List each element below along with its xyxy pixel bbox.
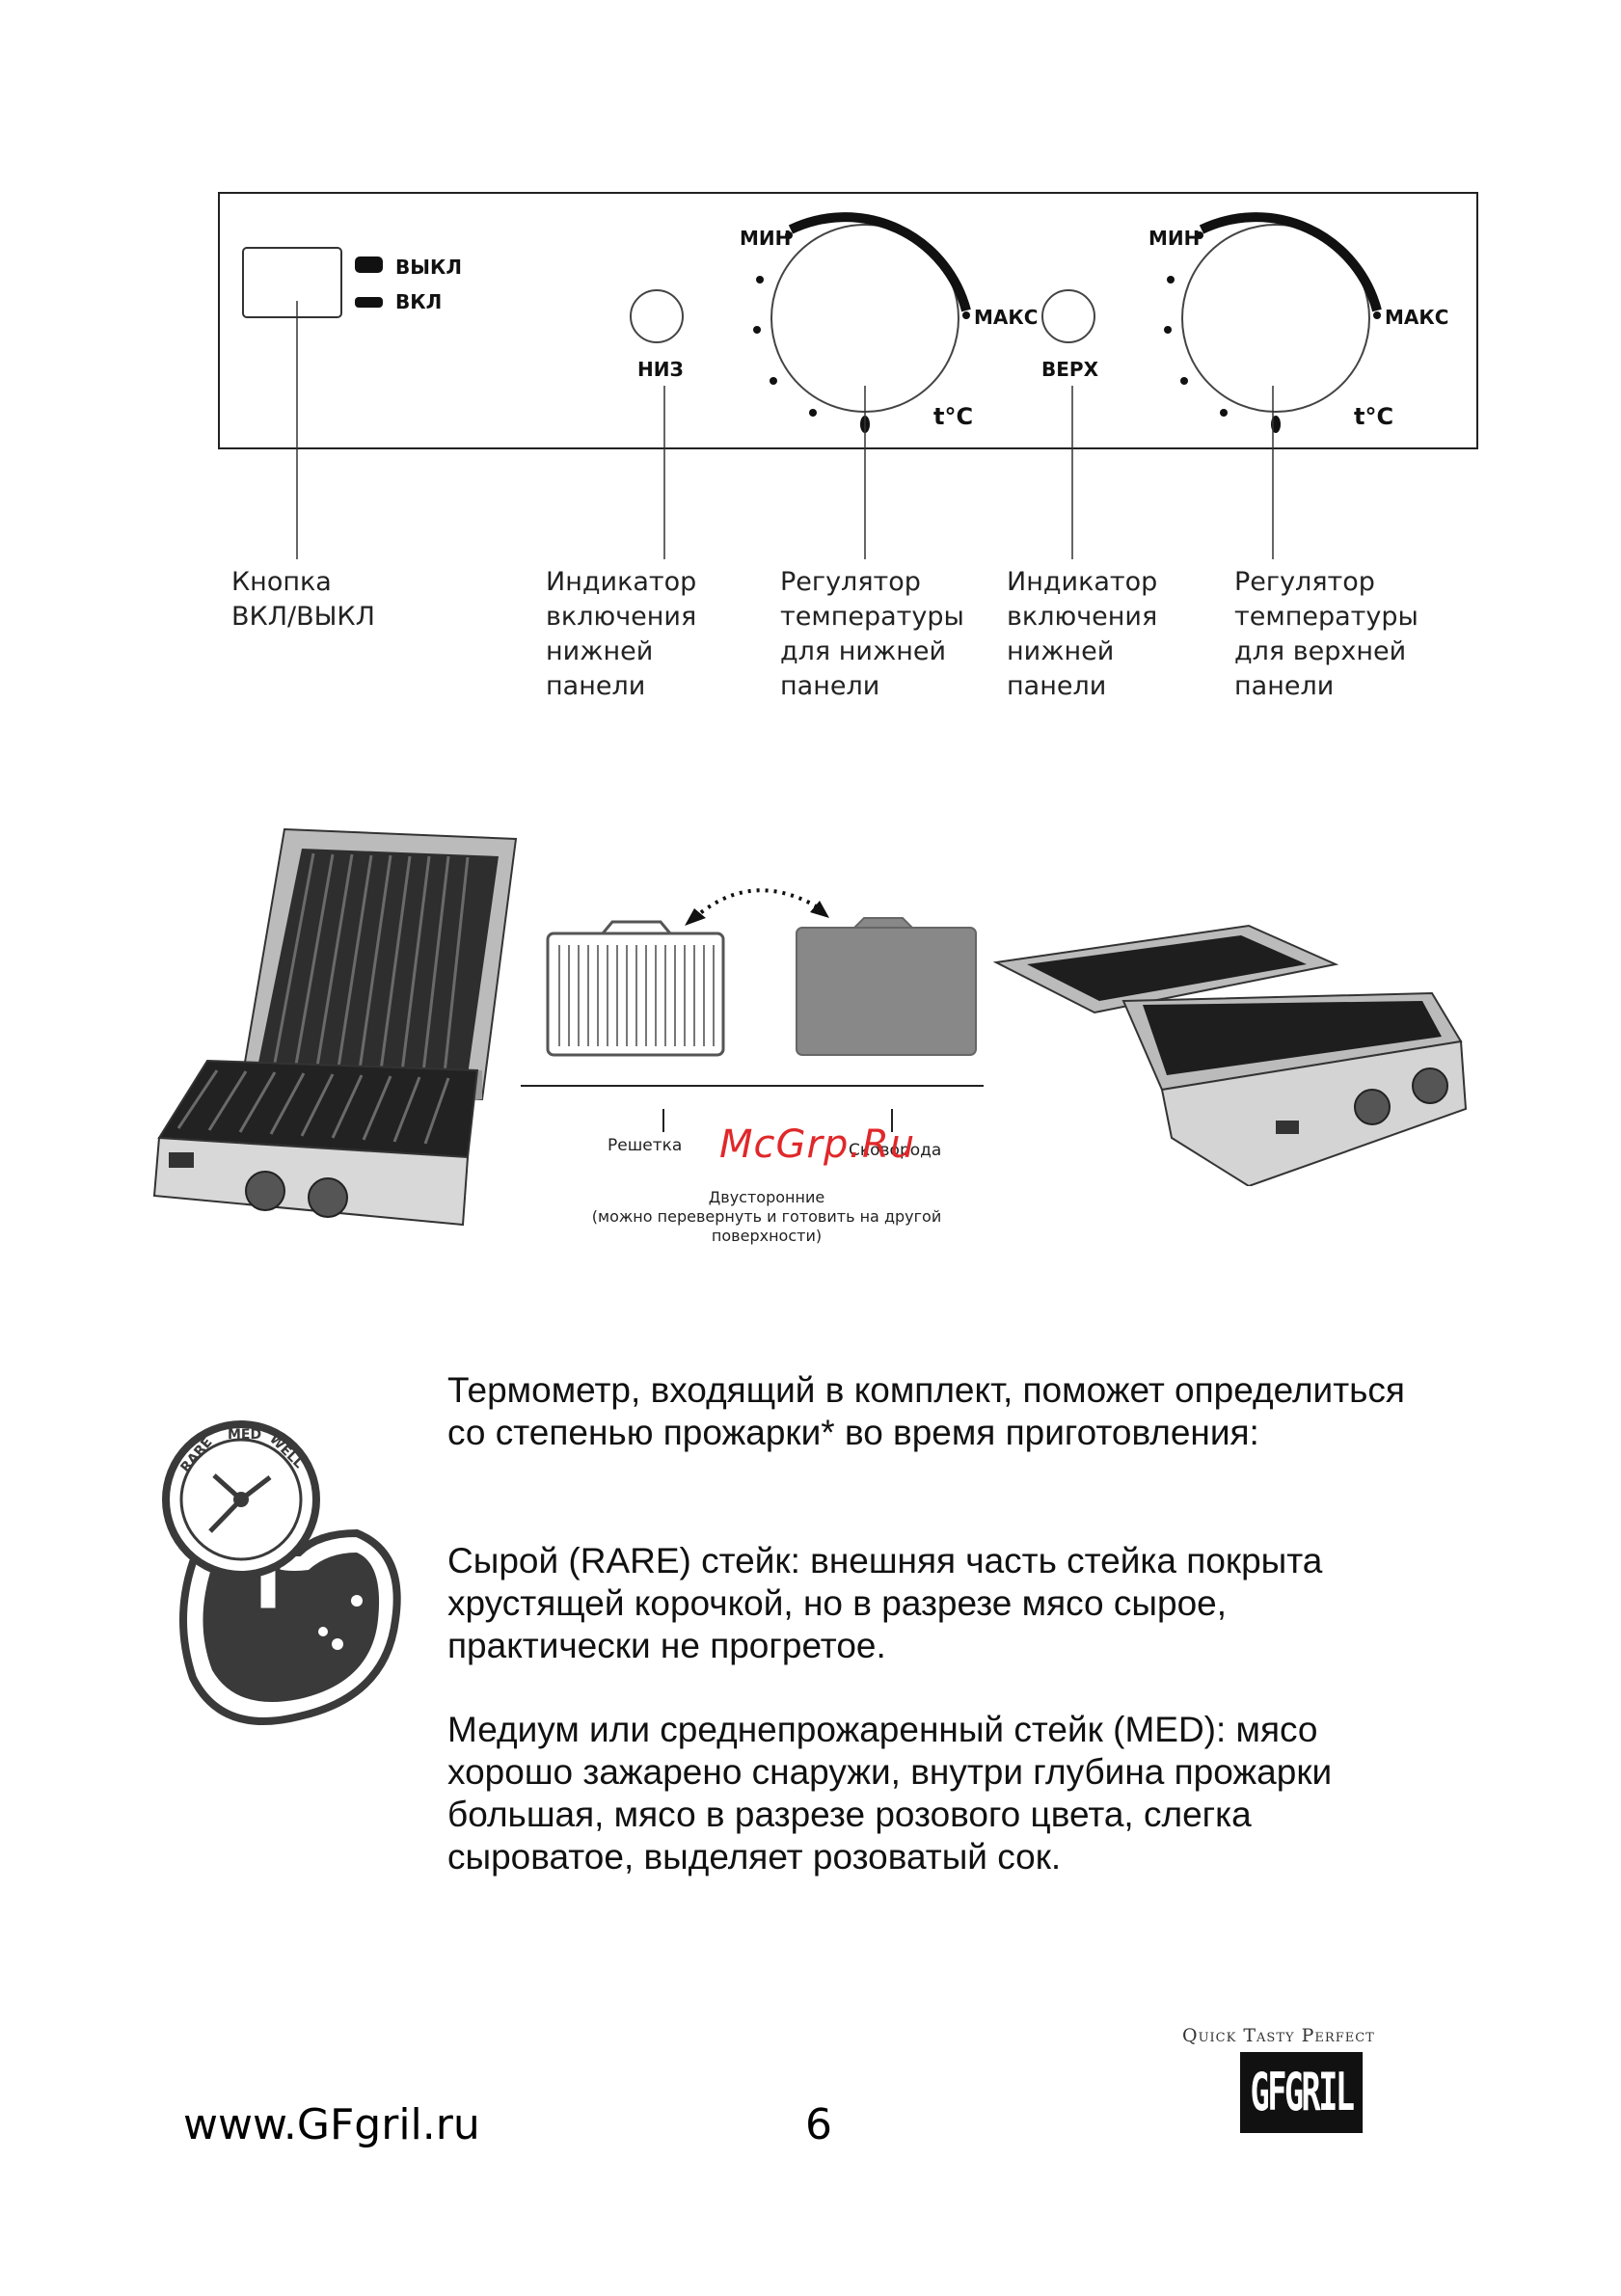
- top-temp-unit: t°C: [1354, 403, 1393, 430]
- bottom-temp-scale-arc: [788, 212, 971, 312]
- control-panel-frame: [218, 192, 1478, 449]
- scale-label-med: MED: [228, 1427, 261, 1443]
- footer-website[interactable]: www.GFgril.ru: [183, 2100, 480, 2149]
- top-indicator-label: ВЕРХ: [1041, 358, 1099, 381]
- brand-tagline: Quick Tasty Perfect: [1182, 2025, 1375, 2046]
- top-indicator-light: [1041, 289, 1095, 343]
- top-temp-scale-arc: [1199, 212, 1382, 312]
- watermark: McGrp.Ru: [719, 1122, 916, 1167]
- callout-top-indicator: Индикатор включения нижней панели: [1007, 567, 1158, 701]
- top-min-label: МИН: [1148, 227, 1200, 250]
- power-switch: [242, 247, 342, 318]
- brand-logo: GFGRIL: [1240, 2052, 1364, 2133]
- power-on-symbol: [355, 297, 383, 308]
- top-temp-knob: [1181, 224, 1370, 413]
- reversible-plates-diagram: [521, 888, 984, 1087]
- callout-bottom-regulator: Регулятор температуры для нижней панели: [780, 567, 964, 701]
- bottom-max-label: МАКС: [974, 306, 1038, 329]
- callout-power-button: Кнопка ВКЛ/ВЫКЛ: [231, 567, 375, 632]
- grill-plate-label: Решетка: [608, 1136, 683, 1155]
- reversible-plates-note: Двусторонние (можно перевернуть и готови…: [591, 1188, 942, 1245]
- thermometer-steak-icon: RARE MED WELL: [162, 1420, 401, 1725]
- control-panel-diagram: ВЫКЛ ВКЛ НИЗ МИН МАКС t°C ВЕРХ МИН МАКС …: [218, 192, 1478, 559]
- flip-arrow: [692, 888, 822, 920]
- grill-flat-illustration: [992, 924, 1468, 1186]
- callout-top-regulator: Регулятор температуры для верхней панели: [1234, 567, 1418, 701]
- power-off-label: ВЫКЛ: [395, 256, 462, 279]
- bottom-indicator-label: НИЗ: [637, 358, 684, 381]
- power-on-label: ВКЛ: [395, 290, 442, 313]
- bottom-temp-unit: t°C: [933, 403, 973, 430]
- bottom-indicator-light: [630, 289, 684, 343]
- griddle-plate: [796, 927, 977, 1056]
- top-max-label: МАКС: [1385, 306, 1448, 329]
- paragraph-med: Медиум или среднепрожаренный стейк (MED)…: [447, 1710, 1333, 1877]
- bottom-min-label: МИН: [740, 227, 791, 250]
- griddle-plate-label: Сковорода: [849, 1141, 942, 1160]
- paragraph-thermometer-intro: Термометр, входящий в комплект, поможет …: [447, 1370, 1405, 1452]
- callout-bottom-indicator: Индикатор включения нижней панели: [546, 567, 697, 701]
- grill-open-illustration: [152, 827, 518, 1227]
- paragraph-rare: Сырой (RARE) стейк: внешняя часть стейка…: [447, 1541, 1323, 1665]
- page-number: 6: [805, 2100, 832, 2149]
- power-off-symbol: [355, 257, 383, 273]
